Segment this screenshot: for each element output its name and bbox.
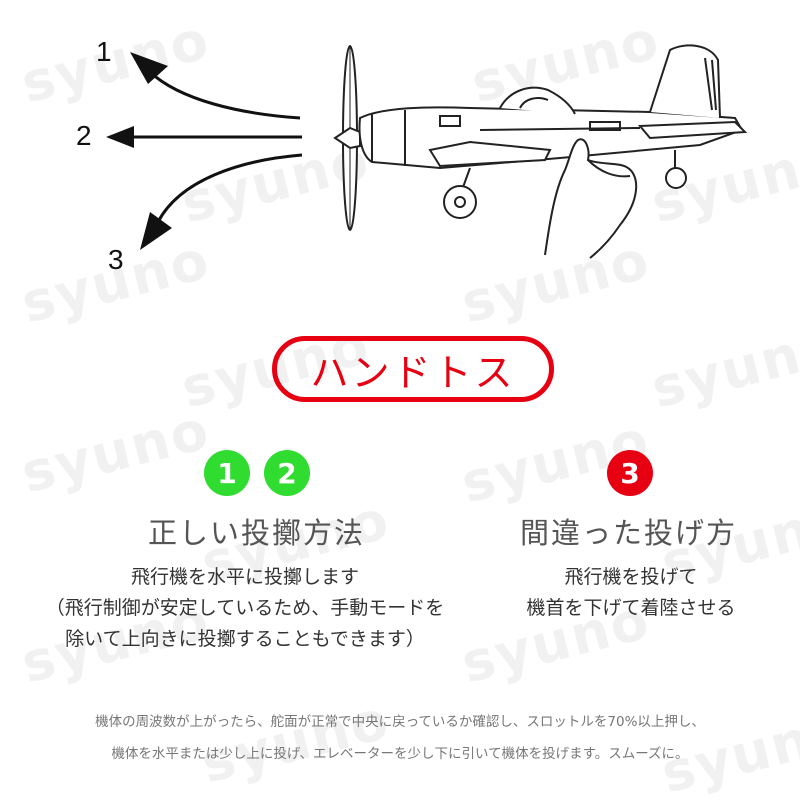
arrowhead-down-icon <box>140 212 172 250</box>
arrow-up-icon <box>148 70 301 120</box>
arrow-label-1: 1 <box>96 36 112 67</box>
watermark: syuno <box>645 312 800 421</box>
hand-icon <box>544 138 638 259</box>
badge-correct-1-label: 1 <box>217 456 237 490</box>
arrowhead-level-icon <box>106 126 134 148</box>
footer-line-1: 機体の周波数が上がったら、舵面が正常で中央に戻っているか確認し、スロットルを70… <box>95 714 705 730</box>
footer-line-2: 機体を水平または少し上に投げ、エレベーターを少し下に引いて機体を投げます。スムー… <box>111 746 689 762</box>
badge-correct-2-label: 2 <box>277 456 297 490</box>
correct-line-1: 飛行機を水平に投擲します <box>130 566 359 588</box>
correct-heading: 正しい投擲方法 <box>148 516 366 550</box>
badge-correct-2: 2 <box>264 450 310 496</box>
arrowhead-up-icon <box>130 52 168 84</box>
correct-line-3: 除いて上向きに投擲することもできます） <box>65 628 425 650</box>
correct-line-2: （飛行制御が安定しているため、手動モードを <box>45 597 445 619</box>
badge-wrong-3: 3 <box>607 450 653 496</box>
wrong-line-1: 飛行機を投げて <box>564 566 698 588</box>
arrow-label-3: 3 <box>108 244 124 275</box>
arrow-down-icon <box>156 153 303 223</box>
hand-toss-illustration <box>106 44 748 259</box>
badge-correct-1: 1 <box>204 450 250 496</box>
title-pill-text: ハンドトス <box>310 350 516 395</box>
arrow-label-2: 2 <box>76 120 92 151</box>
airplane-icon <box>333 44 748 231</box>
badge-wrong-3-label: 3 <box>620 456 640 490</box>
title-pill: ハンドトス <box>272 336 554 402</box>
wrong-line-2: 機首を下げて着陸させる <box>526 597 736 619</box>
wrong-heading: 間違った投げ方 <box>520 516 738 550</box>
watermark: syuno <box>15 397 217 506</box>
